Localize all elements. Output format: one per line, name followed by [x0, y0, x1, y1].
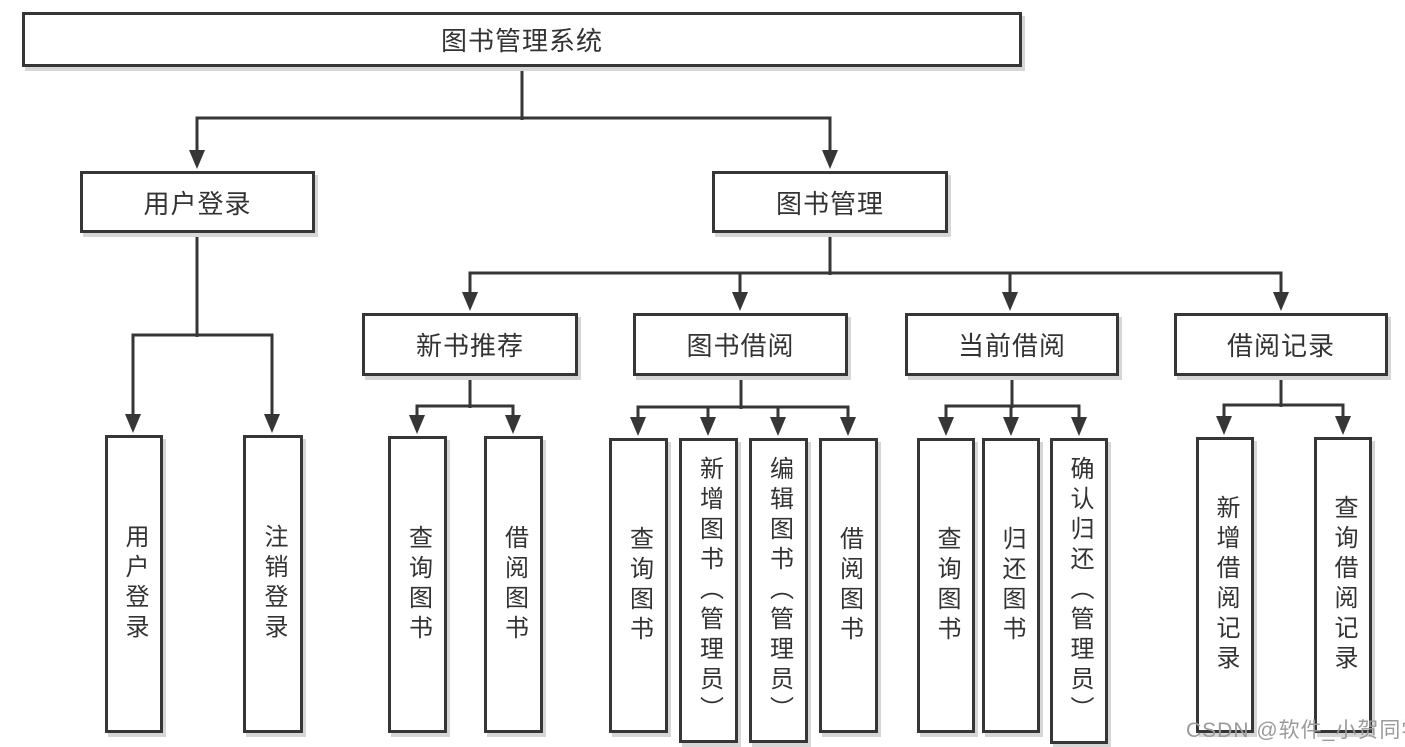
node-leaf-query-books-current: 查询图书: [917, 438, 975, 733]
node-current-borrow: 当前借阅: [905, 313, 1119, 376]
node-leaf-return-book: 归还图书: [982, 438, 1040, 733]
node-leaf-confirm-return-admin: 确认归还（管理员）: [1050, 438, 1108, 744]
node-user-login-label: 用户登录: [143, 188, 252, 219]
node-leaf-add-book-admin: 新增图书（管理员）: [679, 438, 738, 743]
node-book-management: 图书管理: [712, 171, 948, 233]
node-book-management-label: 图书管理: [775, 188, 884, 219]
node-user-login: 用户登录: [80, 171, 315, 233]
connector-user-login-bar: [131, 333, 274, 416]
connector-book-mgmt-bar: [468, 271, 1283, 296]
node-current-borrow-label: 当前借阅: [957, 331, 1066, 361]
node-leaf-user-login: 用户登录: [105, 435, 163, 733]
node-new-book-recommend: 新书推荐: [362, 313, 578, 376]
node-leaf-logout: 注销登录: [243, 435, 303, 733]
node-borrow-records: 借阅记录: [1174, 313, 1388, 376]
node-leaf-borrow-books-recommend: 借阅图书: [484, 436, 543, 733]
node-leaf-query-borrow-record: 查询借阅记录: [1314, 437, 1372, 733]
node-leaf-borrow-books: 借阅图书: [819, 438, 878, 733]
node-borrow-records-label: 借阅记录: [1226, 331, 1335, 361]
node-library-system-label: 图书管理系统: [440, 26, 603, 56]
node-leaf-query-books-borrow: 查询图书: [609, 438, 668, 733]
watermark-text: CSDN @软件_小贺同学: [1186, 719, 1405, 742]
node-leaf-query-books-recommend: 查询图书: [388, 436, 447, 733]
node-leaf-add-borrow-record: 新增借阅记录: [1196, 437, 1254, 733]
node-leaf-edit-book-admin: 编辑图书（管理员）: [749, 438, 808, 743]
connector-root-bar: [195, 116, 832, 152]
node-book-borrow: 图书借阅: [633, 313, 848, 376]
node-new-book-recommend-label: 新书推荐: [415, 331, 524, 361]
node-library-system: 图书管理系统: [22, 12, 1022, 67]
node-book-borrow-label: 图书借阅: [686, 331, 795, 361]
